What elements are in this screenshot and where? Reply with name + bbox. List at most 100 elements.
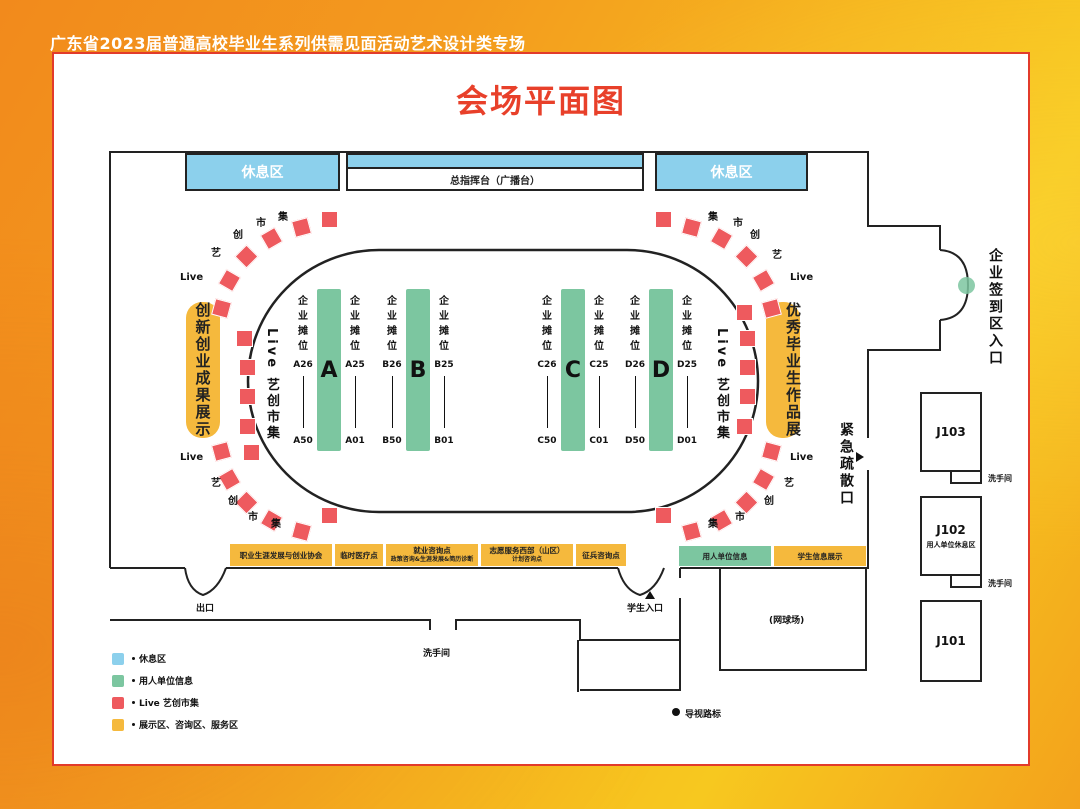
live-market-label-right: Live 艺创市集 — [714, 328, 729, 442]
live-market-stall — [739, 330, 756, 347]
legend-label: 用人单位信息 — [139, 677, 194, 687]
live-market-stall — [239, 359, 256, 376]
service-zone-label: 职业生涯发展与创业协会 — [239, 550, 323, 560]
live-market-stall — [321, 211, 338, 228]
booth-row-a: A — [317, 289, 341, 451]
rest-area-left: 休息区 — [185, 153, 340, 191]
service-zone-label: 志愿服务西部（山区） — [489, 546, 565, 555]
booth-range-line — [635, 376, 636, 428]
service-zone: 志愿服务西部（山区）计划咨询点 — [481, 544, 573, 566]
service-zone-sublabel: 计划咨询点 — [511, 556, 542, 563]
booth-row-letter: C — [564, 357, 582, 383]
map-title: 会场平面图 — [455, 82, 626, 120]
live-market-stall — [236, 330, 253, 347]
booth-number-bottom: C50 — [537, 436, 557, 446]
booth-label-right: 企业摊位 — [350, 296, 360, 352]
legend-item: 休息区 — [112, 652, 166, 665]
booth-row-letter: A — [320, 357, 338, 383]
service-zone: 临时医疗点 — [335, 544, 383, 566]
arc-yi-tl: 艺 — [211, 248, 221, 259]
live-market-stall — [739, 388, 756, 405]
arc-ji-tr: 集 — [708, 212, 718, 223]
innovation-showcase: 创新创业成果展示 — [186, 302, 220, 438]
legend-swatch — [112, 718, 124, 731]
room-j102: J102 用人单位休息区 — [920, 496, 982, 576]
restroom-j103: 洗手间 — [988, 474, 1012, 483]
legend-bullet-icon — [132, 723, 135, 726]
legend-item: Live 艺创市集 — [112, 696, 199, 709]
service-zone-label: 征兵咨询点 — [582, 550, 620, 560]
booth-number-bottom: A01 — [345, 436, 365, 446]
room-j102-restroom-box — [950, 576, 982, 588]
booth-label-left: 企业摊位 — [542, 296, 552, 352]
booth-number-top: C26 — [537, 360, 557, 370]
live-market-stall — [739, 359, 756, 376]
booth-range-line — [444, 376, 445, 428]
arc-shi-bl: 市 — [248, 512, 258, 523]
service-zone: 就业咨询点政策咨询&生涯发展&简历诊断 — [386, 544, 478, 566]
checkin-marker-icon — [958, 277, 975, 294]
emergency-exit: 紧急疏散口 — [838, 422, 854, 507]
legend-swatch — [112, 674, 124, 687]
booth-number-bottom: A50 — [293, 436, 313, 446]
booth-label-right: 企业摊位 — [594, 296, 604, 352]
booth-number-top: B26 — [382, 360, 402, 370]
employer-info-zone: 用人单位信息 — [679, 546, 771, 566]
legend-item: 用人单位信息 — [112, 674, 193, 687]
student-info-zone: 学生信息展示 — [774, 546, 866, 566]
booth-label-right: 企业摊位 — [682, 296, 692, 352]
restroom-bottom-label: 洗手间 — [423, 649, 451, 659]
arc-chuang-br: 创 — [764, 496, 774, 507]
arc-shi-tl: 市 — [256, 218, 266, 229]
live-market-stall — [239, 418, 256, 435]
arc-live-br: Live — [790, 452, 814, 463]
arc-shi-br: 市 — [735, 512, 745, 523]
legend-label: 展示区、咨询区、服务区 — [139, 721, 239, 731]
booth-range-line — [392, 376, 393, 428]
booth-number-bottom: D01 — [677, 436, 697, 446]
booth-row-c: C — [561, 289, 585, 451]
booth-range-line — [303, 376, 304, 428]
entrance-arrow-icon — [645, 591, 655, 599]
booth-label-left: 企业摊位 — [298, 296, 308, 352]
live-market-stall — [655, 507, 672, 524]
legend-item: 展示区、咨询区、服务区 — [112, 718, 238, 731]
room-j103: J103 — [920, 392, 982, 472]
booth-range-line — [599, 376, 600, 428]
arc-shi-tr: 市 — [733, 218, 743, 229]
booth-number-bottom: B50 — [382, 436, 402, 446]
booth-number-top: C25 — [589, 360, 609, 370]
restroom-j102: 洗手间 — [988, 579, 1012, 588]
live-market-stall — [239, 388, 256, 405]
event-title: 广东省2023届普通高校毕业生系列供需见面活动艺术设计类专场 — [50, 34, 526, 53]
service-zone: 职业生涯发展与创业协会 — [230, 544, 332, 566]
arc-yi-tr: 艺 — [772, 250, 782, 261]
arc-live-tr: Live — [790, 272, 814, 283]
arc-chuang-bl: 创 — [228, 496, 238, 507]
booth-label-left: 企业摊位 — [387, 296, 397, 352]
legend-swatch — [112, 652, 124, 665]
emergency-arrow-icon — [856, 452, 864, 462]
live-market-stall — [736, 304, 753, 321]
arc-ji-br: 集 — [708, 519, 718, 530]
booth-row-letter: B — [409, 357, 427, 383]
arc-yi-bl: 艺 — [211, 478, 221, 489]
live-market-stall — [655, 211, 672, 228]
booth-row-d: D — [649, 289, 673, 451]
service-zone-label: 临时医疗点 — [340, 550, 378, 560]
arc-live-bl: Live — [180, 452, 204, 463]
arc-ji-bl: 集 — [271, 519, 281, 530]
arc-ji-tl: 集 — [278, 212, 288, 223]
booth-row-b: B — [406, 289, 430, 451]
service-zone-label: 就业咨询点 — [413, 546, 451, 555]
booth-range-line — [355, 376, 356, 428]
booth-label-left: 企业摊位 — [630, 296, 640, 352]
booth-number-bottom: C01 — [589, 436, 609, 446]
live-market-label-left: Live 艺创市集 — [264, 328, 279, 442]
booth-number-top: A26 — [293, 360, 313, 370]
room-j103-restroom-box — [950, 472, 982, 484]
service-zone: 征兵咨询点 — [576, 544, 626, 566]
tennis-court-label: (网球场) — [769, 616, 805, 626]
booth-range-line — [547, 376, 548, 428]
